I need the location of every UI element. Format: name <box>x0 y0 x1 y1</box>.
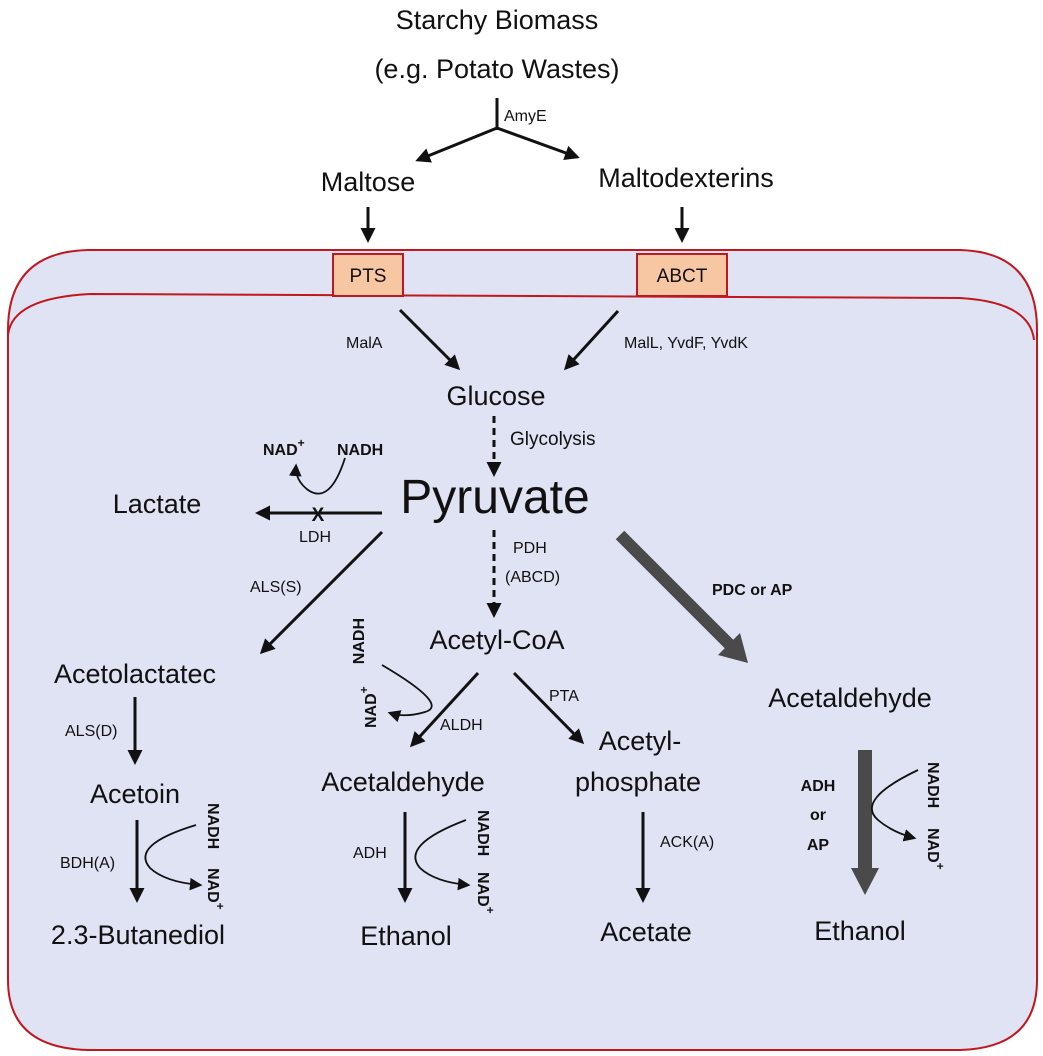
ethanol-right-label: Ethanol <box>814 916 906 946</box>
arrow-mall <box>563 309 620 371</box>
adh-or-ap-label-2: or <box>810 807 826 824</box>
ldh-block-mark: X <box>312 505 325 526</box>
pdh-label-2: (ABCD) <box>505 569 560 586</box>
ldh-nad-label: NAD+ <box>263 436 305 459</box>
acetaldehyde-mid-label: Acetaldehyde <box>321 767 485 797</box>
ldh-nadh-label: NADH <box>337 442 383 459</box>
acetate-label: Acetate <box>600 917 692 947</box>
bdh-label: BDH(A) <box>60 855 115 872</box>
potato-wastes-label: (e.g. Potato Wastes) <box>374 54 619 84</box>
arrow-adh-right-head <box>851 868 879 895</box>
abct-transporter <box>636 253 728 297</box>
pdc-label: PDC or AP <box>712 582 793 599</box>
arrow-pdc <box>615 530 735 650</box>
als-d-label: ALS(D) <box>65 723 117 740</box>
abct-label: ABCT <box>657 266 708 287</box>
glucose-label: Glucose <box>446 381 545 411</box>
amye-label: AmyE <box>504 108 547 125</box>
arrow-pta <box>512 671 585 745</box>
glycolysis-label: Glycolysis <box>510 429 596 450</box>
arrow-mala <box>398 308 461 371</box>
mala-label: MalA <box>346 335 383 352</box>
bdh-nad-label: NAD+ <box>204 868 227 910</box>
maltose-label: Maltose <box>321 167 416 197</box>
pts-transporter <box>332 253 404 297</box>
maltodexterins-label: Maltodexterins <box>598 163 774 193</box>
pts-label: PTS <box>350 266 387 287</box>
adh-or-ap-label-3: AP <box>807 837 830 854</box>
acetyl-coa-label: Acetyl-CoA <box>429 625 564 655</box>
adh-right-nadh-label: NADH <box>924 762 941 808</box>
adh-mid-nadh-label: NADH <box>474 810 491 856</box>
ldh-label: LDH <box>299 529 331 546</box>
bdh-nadh-curve <box>144 824 203 891</box>
bdh-nadh-label: NADH <box>204 803 221 849</box>
ack-label: ACK(A) <box>660 834 714 851</box>
pyruvate-label: Pyruvate <box>400 471 589 524</box>
adh-or-ap-label-1: ADH <box>801 778 836 795</box>
butanediol-label: 2.3-Butanediol <box>51 920 225 950</box>
arrow-aldh <box>409 671 480 748</box>
aldh-nadh-label: NADH <box>351 618 368 664</box>
lactate-label: Lactate <box>113 489 202 519</box>
ethanol-mid-label: Ethanol <box>360 921 452 951</box>
acetolactate-label: Acetolactatec <box>54 659 216 689</box>
als-s-label: ALS(S) <box>250 579 302 596</box>
acetyl-phosphate-label-2: phosphate <box>575 767 701 797</box>
ldh-nadh-curve <box>289 457 346 495</box>
aldh-nadh-curve <box>381 664 433 723</box>
arrow-als-s <box>259 530 384 655</box>
adh-right-nad-label: NAD+ <box>924 828 947 870</box>
adh-mid-label: ADH <box>353 845 387 862</box>
pta-label: PTA <box>549 688 579 705</box>
aldh-label: ALDH <box>440 717 483 734</box>
arrow-pdc-head <box>718 633 748 663</box>
mall-label: MalL, YvdF, YvdK <box>624 335 748 352</box>
acetaldehyde-right-label: Acetaldehyde <box>768 683 932 713</box>
adh-right-nadh-curve <box>871 769 919 842</box>
adh-mid-nad-label: NAD+ <box>474 872 497 914</box>
arrow-to-maltose <box>415 126 498 163</box>
cell-outer-membrane <box>7 249 1038 1051</box>
adh-mid-nadh-curve <box>414 819 471 891</box>
aldh-nad-label: NAD+ <box>357 686 380 728</box>
acetyl-phosphate-label-1: Acetyl- <box>599 726 682 756</box>
starchy-biomass-label: Starchy Biomass <box>396 5 599 35</box>
acetoin-label: Acetoin <box>90 779 180 809</box>
pdh-label-1: PDH <box>513 540 547 557</box>
cell-inner-membrane <box>7 292 1035 341</box>
arrow-to-maltodexterins <box>496 126 580 160</box>
